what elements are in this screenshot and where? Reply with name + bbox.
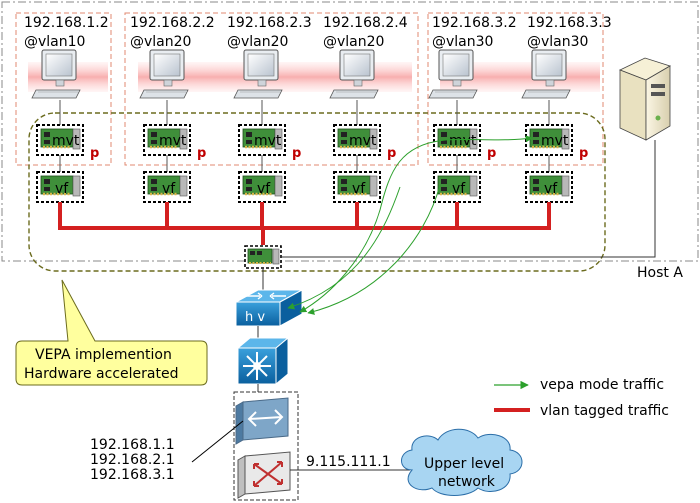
vlan10-group [15,12,112,166]
svg-text:@vlan20: @vlan20 [130,34,191,50]
vm-label-6: 192.168.3.3 @vlan30 [527,15,612,50]
legend-vlan-label: vlan tagged traffic [540,403,669,419]
svg-text:vf: vf [55,181,69,197]
svg-text:vf: vf [452,181,466,197]
hv-switch-icon: h v [235,289,303,327]
svg-text:192.168.2.3: 192.168.2.3 [227,15,312,31]
firewall-icon [235,397,289,445]
monitor-icon [428,49,478,99]
vf-nic-4: vf [332,170,382,204]
cloud-line1: Upper level [424,456,504,472]
l3-switch-icon [236,336,290,386]
vm-label-4: 192.168.2.4 @vlan20 [323,15,408,50]
port-label: p [579,146,588,161]
port-label: p [90,146,99,161]
svg-text:192.168.1.2: 192.168.1.2 [24,15,109,31]
port-label: p [292,146,301,161]
host-boundary [1,1,699,262]
svg-text:h v: h v [245,310,265,325]
mvt-nic-6: mvt [524,123,574,157]
vlan20-group [124,12,419,166]
vf-nic-1: vf [35,170,85,204]
mvt-nic-1: mvt [35,123,85,157]
router-ip-2: 192.168.2.1 [90,452,175,468]
vf-nic-5: vf [432,170,482,204]
svg-text:mvt: mvt [159,133,187,149]
svg-text:vf: vf [257,181,271,197]
svg-text:vf: vf [162,181,176,197]
svg-text:@vlan20: @vlan20 [323,34,384,50]
svg-text:@vlan20: @vlan20 [227,34,288,50]
vepa-callout: VEPA implemention Hardware accelerated [15,279,208,386]
svg-text:vf: vf [352,181,366,197]
svg-text:mvt: mvt [449,133,477,149]
port-label: p [197,146,206,161]
svg-text:@vlan30: @vlan30 [432,34,493,50]
svg-text:@vlan10: @vlan10 [24,34,85,50]
svg-text:mvt: mvt [52,133,80,149]
svg-text:mvt: mvt [349,133,377,149]
svg-text:192.168.3.3: 192.168.3.3 [527,15,612,31]
vm-label-1: 192.168.1.2 @vlan10 [24,15,109,50]
svg-text:192.168.2.2: 192.168.2.2 [130,15,215,31]
vf-nic-3: vf [237,170,287,204]
mvt-nic-4: mvt [332,123,382,157]
svg-text:192.168.2.4: 192.168.2.4 [323,15,408,31]
vepa-traffic-arrows [287,135,533,315]
router-ip-3: 192.168.3.1 [90,467,175,483]
vlan-tagged-links [58,202,551,245]
router-icon [237,451,291,499]
port-label: p [487,146,496,161]
vepa-region [28,112,606,272]
vm-label-3: 192.168.2.3 @vlan20 [227,15,312,50]
callout-line2: Hardware accelerated [24,366,178,382]
physical-nic-icon [244,245,282,269]
legend-vepa-label: vepa mode traffic [540,377,664,393]
vm-label-5: 192.168.3.2 @vlan30 [432,15,517,50]
svg-text:@vlan30: @vlan30 [527,34,588,50]
port-label: p [387,146,396,161]
mvt-nic-5: mvt [432,123,482,157]
vm-label-2: 192.168.2.2 @vlan20 [130,15,215,50]
router-ip-1: 192.168.1.1 [90,437,175,453]
host-link [282,140,656,258]
mvt-nic-2: mvt [142,123,192,157]
cloud-icon: Upper level network [401,428,523,496]
ip-pointer [191,420,244,463]
svg-text:vf: vf [544,181,558,197]
legend: vepa mode traffic vlan tagged traffic [494,377,669,419]
server-tower-icon [618,57,671,141]
uplink-ip: 9.115.111.1 [306,454,391,470]
vf-nic-2: vf [142,170,192,204]
vf-nic-6: vf [524,170,574,204]
svg-text:192.168.3.2: 192.168.3.2 [432,15,517,31]
svg-text:mvt: mvt [541,133,569,149]
router-group [233,391,299,501]
host-label: Host A [637,265,683,281]
svg-text:mvt: mvt [254,133,282,149]
mvt-nic-3: mvt [237,123,287,157]
callout-line1: VEPA implemention [35,347,172,363]
cloud-line2: network [438,474,496,490]
vlan30-group [427,12,604,166]
